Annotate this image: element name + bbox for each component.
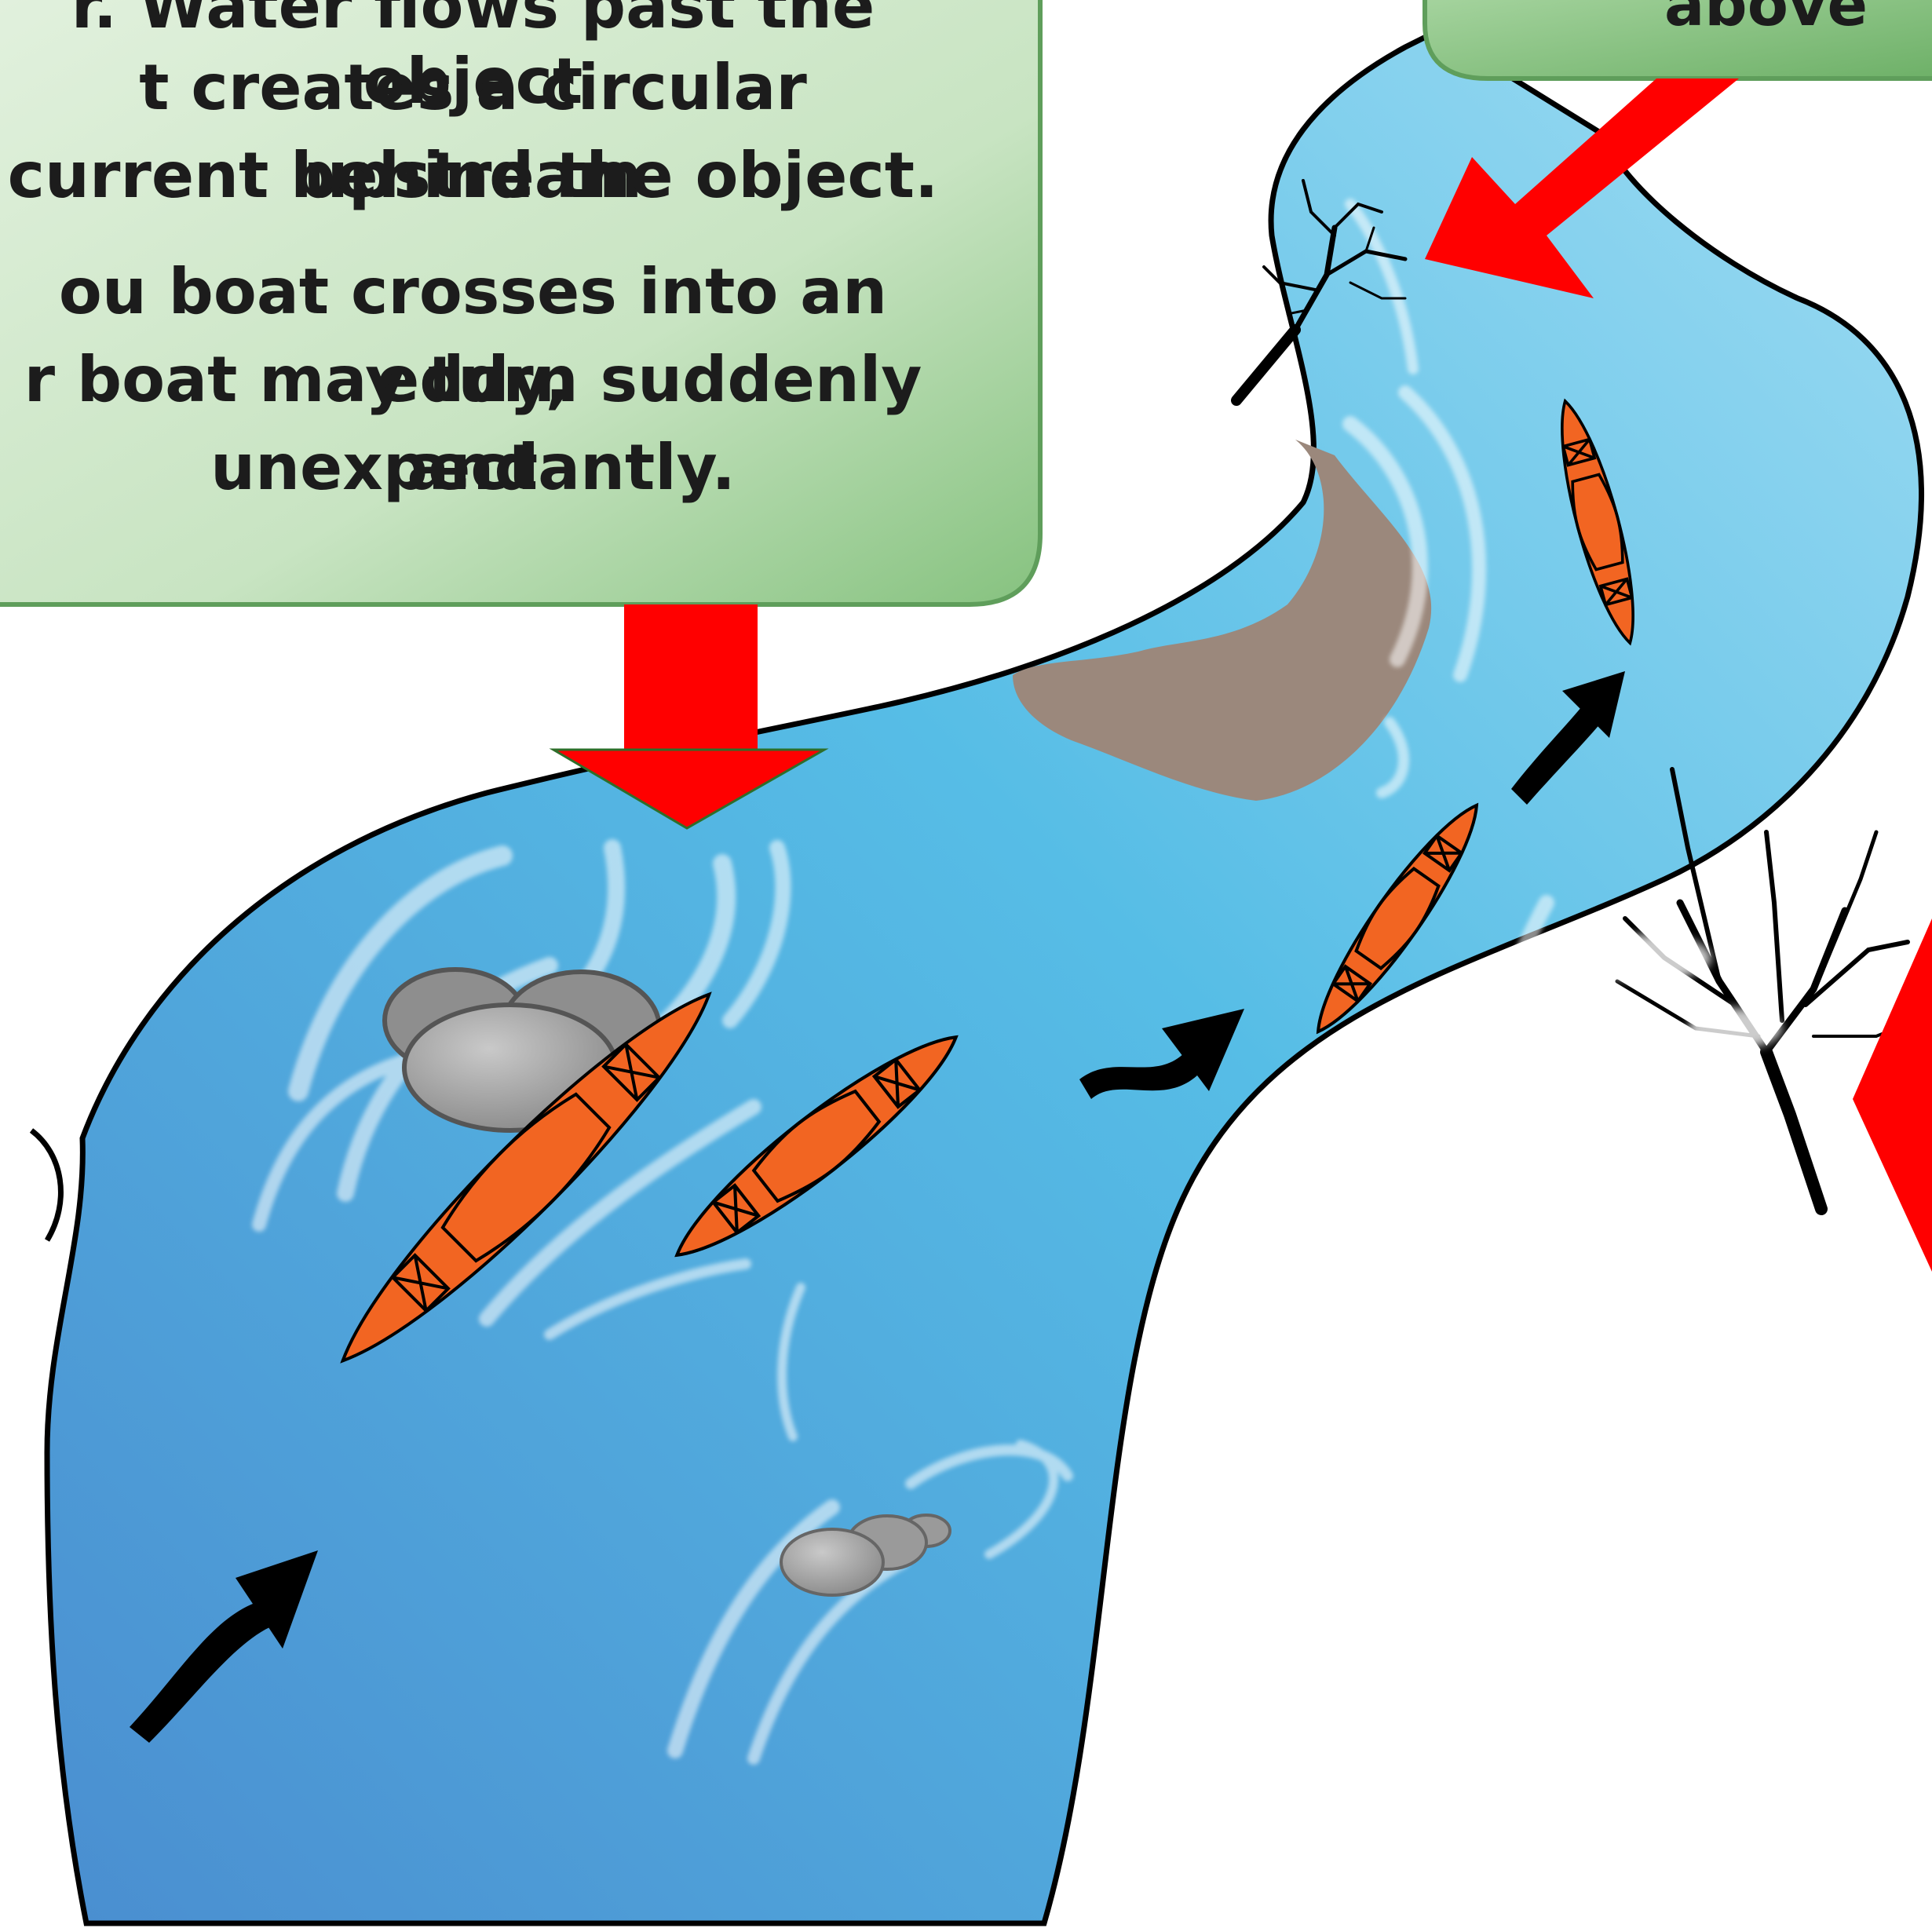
callout-top-right-text: above: [1664, 0, 1932, 35]
callout-line: r. Water flows past the object: [0, 0, 962, 44]
callout-line: unexpectantly.: [0, 424, 962, 512]
pointer-arrow-icon: [1853, 918, 1932, 1272]
callout-line: current behind the object.: [0, 132, 962, 220]
callout-line: ou boat crosses into an eddy,: [0, 248, 962, 336]
callout-line: t creates a circular upstream: [0, 44, 962, 132]
river-bank-notch: [31, 1130, 60, 1240]
callout-line: above: [1664, 0, 1932, 35]
water-spray: [1586, 934, 1782, 1049]
callout-eddy-text: r. Water flows past the object t creates…: [0, 0, 962, 512]
callout-line: r boat may turn suddenly and: [0, 336, 962, 424]
